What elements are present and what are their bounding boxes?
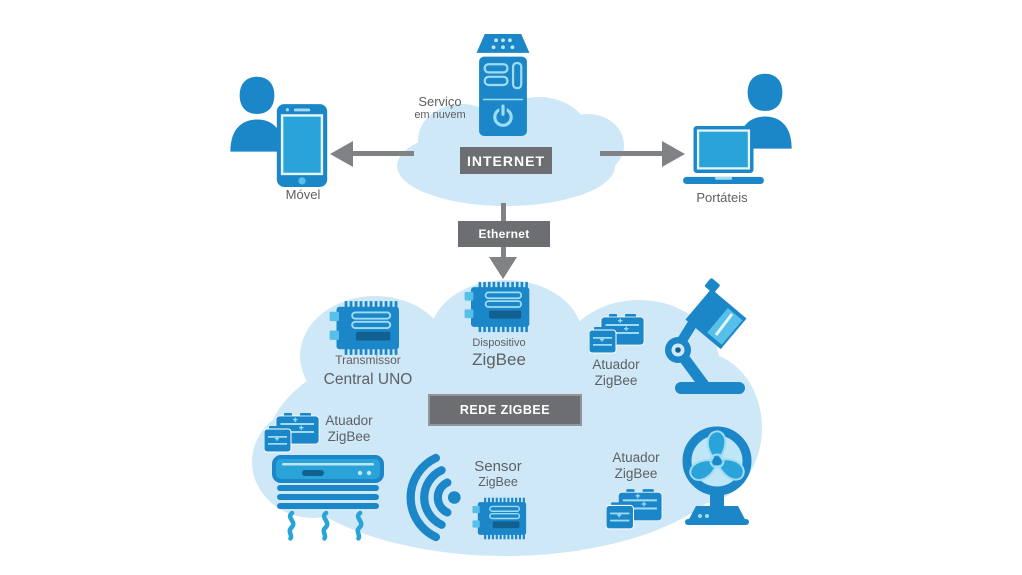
laptop-icon	[683, 126, 764, 185]
circuit-board-icon	[464, 280, 534, 334]
circuit-board-icon	[472, 496, 530, 541]
transmitter-label: Transmissor Central UNO	[320, 353, 416, 389]
zigbee-device-label-line2: ZigBee	[472, 349, 526, 369]
ethernet-badge: Ethernet	[458, 221, 550, 247]
transmitter-label-line2: Central UNO	[323, 370, 413, 388]
smartphone-icon	[276, 104, 328, 187]
zigbee-module-icon	[264, 412, 320, 454]
actuator-fan-label: Atuador ZigBee	[602, 450, 670, 481]
zigbee-device-label-line1: Dispositivo	[472, 337, 526, 349]
air-conditioner-icon	[272, 455, 384, 541]
zigbee-device-label: Dispositivo ZigBee	[452, 337, 546, 369]
desk-lamp-icon	[665, 278, 747, 394]
actuator-lamp-label-line2: ZigBee	[594, 372, 638, 388]
mobile-label: Móvel	[285, 187, 321, 202]
cloud-service-label: Serviço em nuvem	[408, 94, 472, 122]
arrow-right-icon	[662, 141, 685, 167]
portables-label: Portáteis	[696, 190, 748, 205]
actuator-ac-label-line1: Atuador	[325, 413, 373, 428]
signal-waves-icon	[406, 453, 461, 542]
sensor-label: Sensor ZigBee	[460, 458, 536, 490]
cloud-service-label-line2: em nuvem	[414, 109, 466, 122]
arrow-right-line	[600, 151, 662, 156]
sensor-label-line2: ZigBee	[478, 475, 518, 490]
actuator-ac-label: Atuador ZigBee	[318, 413, 380, 444]
internet-badge: INTERNET	[460, 147, 552, 174]
transmitter-label-line1: Transmissor	[335, 353, 401, 367]
fan-icon	[682, 426, 752, 525]
actuator-ac-label-line2: ZigBee	[327, 428, 371, 444]
server-icon	[476, 34, 530, 136]
sensor-label-line1: Sensor	[474, 458, 522, 475]
zigbee-module-icon	[606, 488, 663, 531]
arrow-left-icon	[330, 141, 353, 167]
actuator-fan-label-line2: ZigBee	[614, 465, 658, 481]
arrow-down-icon	[489, 257, 517, 279]
circuit-board-icon	[329, 299, 404, 357]
zigbee-network-badge: REDE ZIGBEE	[428, 394, 582, 426]
arrow-left-line	[352, 151, 414, 156]
actuator-fan-label-line1: Atuador	[612, 450, 660, 465]
zigbee-module-icon	[589, 313, 645, 355]
actuator-lamp-label: Atuador ZigBee	[584, 357, 648, 388]
actuator-lamp-label-line1: Atuador	[592, 357, 640, 372]
cloud-service-label-line1: Serviço	[418, 94, 462, 109]
